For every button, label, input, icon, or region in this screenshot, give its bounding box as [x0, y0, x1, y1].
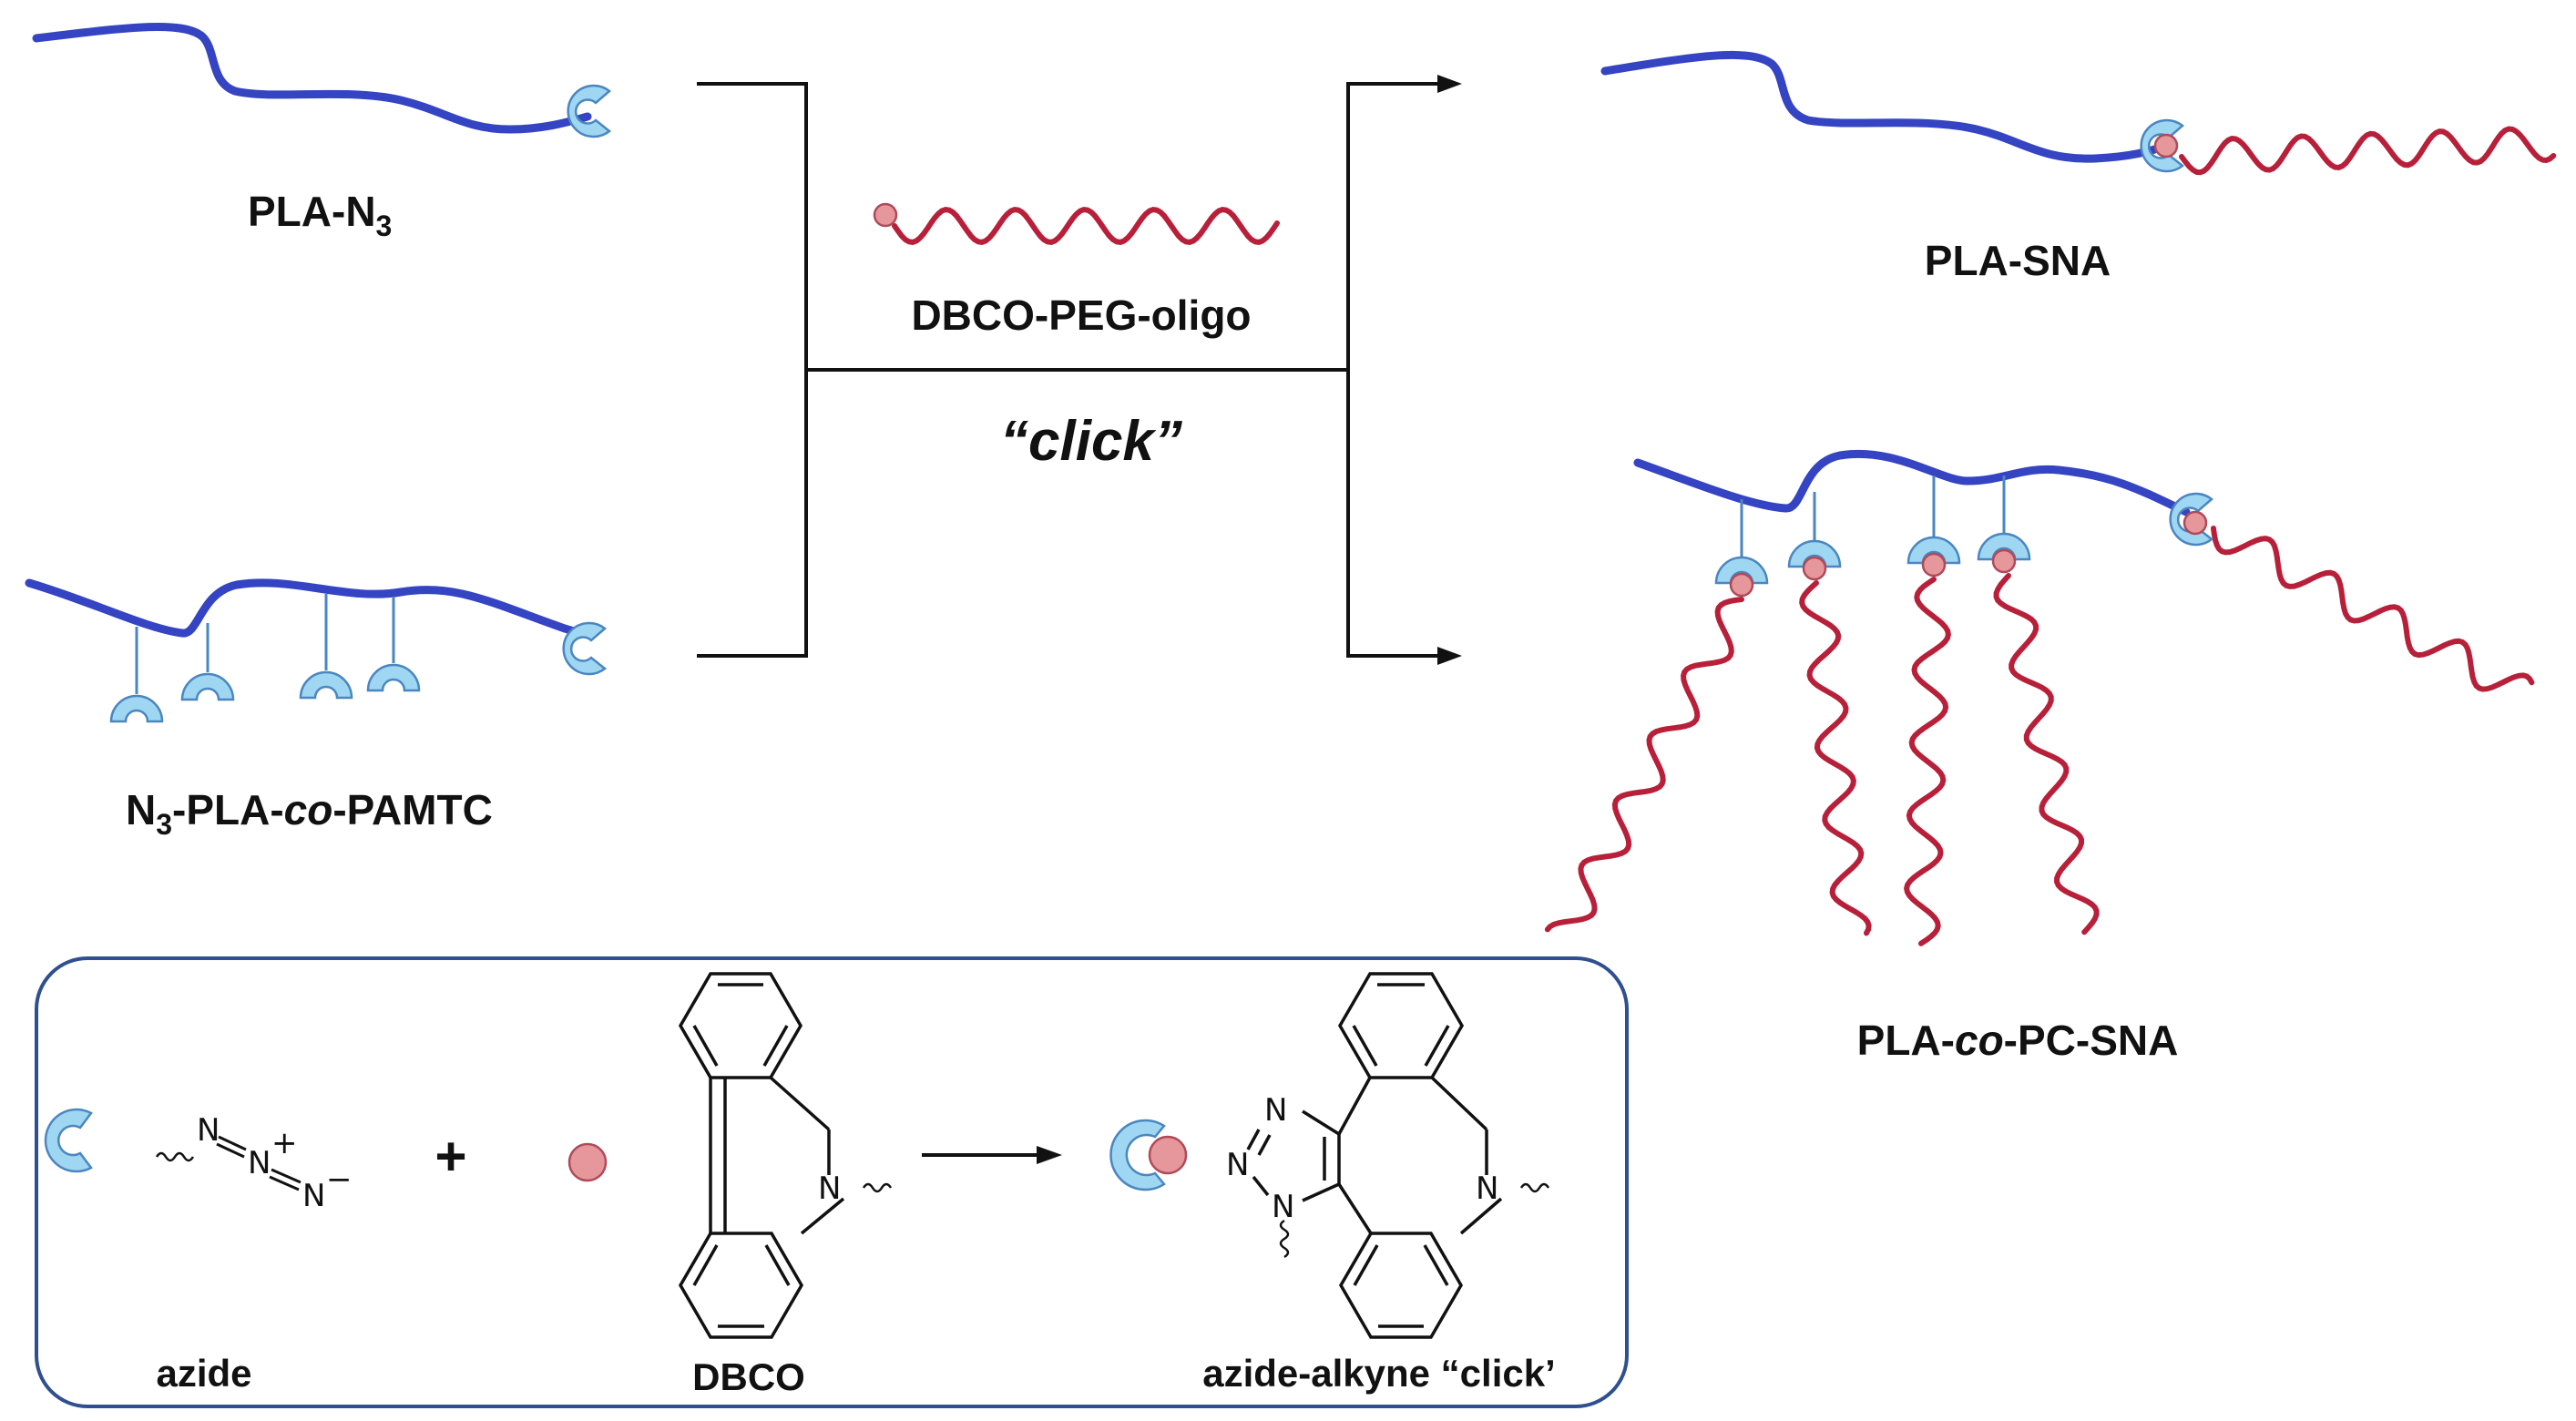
- azide-n3-charge: −: [326, 1161, 353, 1198]
- plapc-azide-4: [1977, 532, 2031, 561]
- pla-co-pc-sna-label: PLA-co-PC-SNA: [1857, 1017, 2179, 1064]
- legend-click-icon: [1109, 1119, 1166, 1191]
- pla-n3-backbone: [32, 22, 592, 134]
- legend-dbco-icon: [567, 1142, 608, 1182]
- legend-dbco-label: DBCO: [692, 1355, 805, 1398]
- legend-plus: +: [434, 1126, 466, 1187]
- azide-n2: N: [248, 1145, 271, 1181]
- reagent-dbco-dot: [873, 202, 898, 228]
- dbco-bottom-ring: [678, 1232, 804, 1339]
- pla-sna-label: PLA-SNA: [1925, 237, 2111, 284]
- plapc-oligo-strand-4: [1993, 573, 2100, 935]
- legend-product-label: azide-alkyne “click’: [1202, 1352, 1556, 1395]
- pamtc-azide-3: [299, 670, 353, 700]
- triazole-n3: N: [1272, 1189, 1294, 1225]
- plapc-dbco-dot-2: [1802, 556, 1827, 581]
- pamtc-azide-1: [109, 694, 164, 723]
- arrowhead-top: [1437, 75, 1462, 93]
- pla-sna-oligo-strand: [2179, 126, 2557, 176]
- reagent-label: DBCO-PEG-oligo: [911, 291, 1251, 339]
- plapc-dbco-dot-1: [1729, 572, 1754, 598]
- arrowhead-bottom: [1437, 647, 1462, 665]
- azide-n2-charge: +: [271, 1125, 298, 1161]
- dbco-top-ring: [678, 972, 803, 1079]
- legend-azide-icon: [44, 1108, 93, 1173]
- pla-n3-label: PLA-N3: [248, 188, 392, 242]
- azide-wavy-bond: [155, 1151, 195, 1162]
- reagent-oligo-strand: [892, 207, 1280, 245]
- product-amine-n: N: [1476, 1171, 1498, 1207]
- dbco-peg-oligo-reagent: [873, 202, 1280, 245]
- product-wavy-bond-amine: [1519, 1182, 1550, 1193]
- pamtc-azide-4: [366, 663, 421, 692]
- pamtc-backbone: [25, 578, 588, 639]
- pla-n3-azide-end: [567, 84, 612, 138]
- product-bottom-ring: [1338, 1232, 1464, 1339]
- plapc-azide-3: [1906, 536, 1961, 565]
- dbco-n-atom: N: [818, 1171, 841, 1207]
- click-label: “click”: [1000, 410, 1182, 473]
- pla-co-pc-sna-product: [1544, 449, 2535, 946]
- legend-arrowhead: [1037, 1146, 1062, 1164]
- dbco-wavy-bond: [862, 1182, 893, 1193]
- pla-sna-product: [1600, 50, 2557, 176]
- plapc-end-oligo-strand: [2211, 526, 2535, 692]
- reaction-bracket: [697, 75, 1462, 665]
- azide-structure: N N + N −: [155, 1112, 353, 1214]
- n3-pla-co-pamtc-label: N3-PLA-co-PAMTC: [126, 786, 493, 841]
- pamtc-azide-end: [562, 621, 608, 676]
- triazole-n2: N: [1226, 1147, 1249, 1183]
- pla-sna-backbone: [1600, 50, 2165, 163]
- n3-pla-co-pamtc-polymer: [25, 578, 608, 723]
- product-wavy-bond-n: [1279, 1219, 1290, 1259]
- plapc-dbco-dot-4: [1991, 548, 2017, 574]
- azide-n3: N: [302, 1178, 325, 1214]
- pla-sna-dbco-dot: [2153, 133, 2179, 158]
- plapc-oligo-strand-2: [1799, 580, 1872, 936]
- plapc-backbone: [1633, 449, 2191, 516]
- plapc-azide-2: [1787, 539, 1842, 568]
- plapc-oligo-strand-3: [1904, 577, 1951, 946]
- plapc-azide-1: [1714, 556, 1769, 585]
- triazole-product-structure: [1246, 972, 1550, 1339]
- pla-sna-azide: [2140, 118, 2185, 173]
- triazole-n1: N: [1264, 1092, 1287, 1129]
- plapc-dbco-dot-end: [2182, 510, 2208, 536]
- pla-n3-polymer: [32, 22, 612, 138]
- output-bracket: [1346, 82, 1439, 658]
- pamtc-azide-2: [180, 672, 235, 701]
- input-bracket: [697, 82, 808, 658]
- plapc-dbco-dot-3: [1921, 552, 1947, 578]
- product-top-ring: [1337, 972, 1465, 1079]
- legend-box: [35, 956, 1629, 1408]
- legend-click-dot: [1148, 1135, 1188, 1175]
- legend-azide-label: azide: [156, 1352, 251, 1395]
- dbco-structure: [678, 972, 893, 1339]
- azide-n1: N: [197, 1112, 220, 1149]
- plapc-oligo-strand-1: [1544, 597, 1744, 933]
